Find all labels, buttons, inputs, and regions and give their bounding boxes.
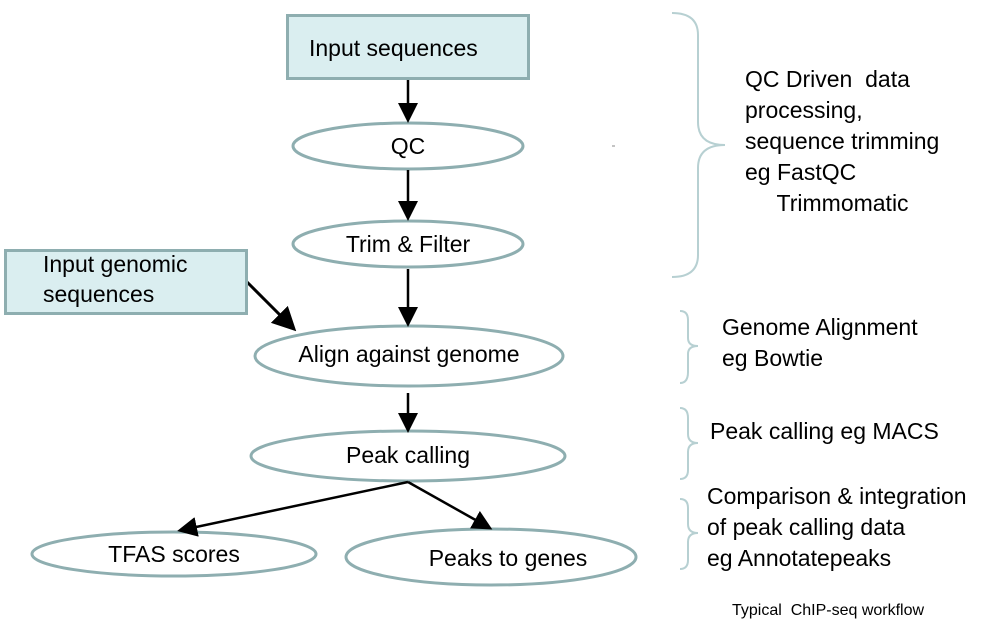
arrow-peak-to-tfas xyxy=(177,480,409,537)
qc-label: QC xyxy=(390,133,426,159)
trim-filter-node xyxy=(291,219,525,269)
input-genomic-sequences-box xyxy=(4,249,248,315)
note-qc-processing: QC Driven data processing, sequence trim… xyxy=(745,66,940,216)
input-sequences-label: Input sequences xyxy=(309,35,478,61)
tfas-scores-label: TFAS scores xyxy=(108,541,240,567)
qc-node xyxy=(291,121,525,171)
peak-calling-label: Peak calling xyxy=(345,442,471,468)
tfas-scores-node xyxy=(30,530,318,578)
input-genomic-sequences-label: Input genomic sequences xyxy=(43,251,188,307)
figure-caption: Typical ChIP-seq workflow xyxy=(732,602,925,619)
trim-filter-label: Trim & Filter xyxy=(345,231,471,257)
note-comparison: Comparison & integration of peak calling… xyxy=(707,483,967,571)
note-peak-calling: Peak calling eg MACS xyxy=(710,418,939,444)
input-sequences-box xyxy=(286,14,530,80)
align-label: Align against genome xyxy=(298,341,520,367)
brace-comparison xyxy=(679,498,699,570)
arrow-peak-to-genes xyxy=(407,480,493,530)
peaks-to-genes-label: Peaks to genes xyxy=(428,545,588,571)
arrow-genomic-to-align xyxy=(245,280,297,332)
brace-qc xyxy=(671,12,726,278)
brace-genome-alignment xyxy=(679,310,699,384)
note-genome-alignment: Genome Alignment eg Bowtie xyxy=(722,314,918,371)
brace-peak-calling xyxy=(679,407,699,480)
